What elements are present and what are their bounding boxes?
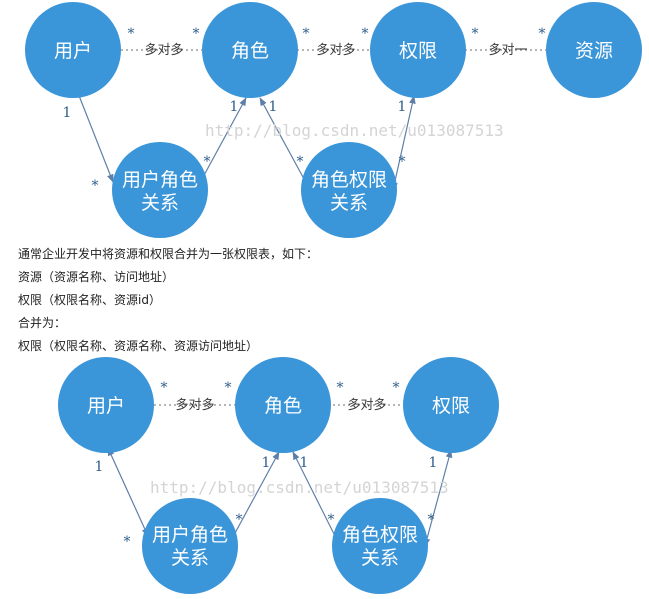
mult-star: * [128, 26, 135, 42]
diagram-2: 用户 角色 权限 用户角色 关系 角色权限 关系 多对多 多对多 * * * *… [58, 357, 499, 594]
node-permission [370, 2, 466, 98]
note-line-5: 权限（权限名称、资源名称、资源访问地址） [18, 339, 259, 353]
node-permission [403, 357, 499, 453]
mult-one: 1 [300, 455, 309, 471]
node-permission-label: 权限 [399, 40, 437, 62]
node-role [202, 2, 298, 98]
note-line-4: 合并为： [18, 316, 67, 330]
arrow-user-userrole [75, 87, 114, 183]
arrow-role-roleperm [259, 97, 311, 191]
arrow-role-userrole [227, 451, 280, 547]
arrow-perm-roleperm [391, 95, 416, 191]
mult-star: * [393, 380, 400, 396]
mult-one: 1 [398, 99, 407, 115]
mult-star: * [399, 154, 406, 170]
node-user-label: 用户 [87, 395, 125, 417]
mult-one: 1 [230, 99, 239, 115]
rel-role-perm: 多对多 [347, 397, 386, 413]
node-role-label: 角色 [264, 395, 302, 417]
mult-star: * [193, 26, 200, 42]
node-user-role-label-2: 关系 [141, 192, 179, 214]
mult-star: * [161, 380, 168, 396]
mult-star: * [236, 512, 243, 528]
mult-one: 1 [63, 105, 72, 121]
node-role-perm-label-2: 关系 [330, 192, 368, 214]
diagram-1: 用户 角色 权限 资源 用户角色 关系 角色权限 关系 多对多 多对多 多对一 … [25, 2, 642, 238]
watermark: http://blog.csdn.net/u013087513 [150, 478, 449, 497]
node-role-perm-label-2: 关系 [361, 547, 399, 569]
node-role-perm-relation [332, 498, 428, 594]
rel-perm-resource: 多对一 [488, 42, 527, 58]
node-user-role-label-1: 用户角色 [122, 169, 198, 191]
node-resource [546, 2, 642, 98]
node-role-perm-label-1: 角色权限 [311, 169, 387, 191]
mult-star: * [204, 154, 211, 170]
mult-star: * [337, 380, 344, 396]
node-resource-label: 资源 [575, 40, 613, 62]
mult-one: 1 [262, 455, 271, 471]
mult-star: * [362, 26, 369, 42]
node-user-role-label-1: 用户角色 [152, 524, 228, 546]
rel-role-perm: 多对多 [316, 42, 355, 58]
node-user-label: 用户 [54, 40, 92, 62]
watermark: http://blog.csdn.net/u013087513 [205, 121, 504, 140]
note-line-1: 通常企业开发中将资源和权限合并为一张权限表，如下： [18, 247, 319, 261]
mult-star: * [303, 26, 310, 42]
note-line-3: 权限（权限名称、资源id） [18, 293, 161, 307]
mult-star: * [124, 534, 131, 550]
arrow-user-userrole [107, 447, 149, 537]
node-role-perm-label-1: 角色权限 [342, 524, 418, 546]
node-user-role-relation [142, 498, 238, 594]
mult-star: * [472, 26, 479, 42]
node-permission-label: 权限 [432, 395, 470, 417]
rel-user-role: 多对多 [144, 42, 183, 58]
mult-one: 1 [429, 455, 438, 471]
arrow-perm-roleperm [423, 449, 453, 547]
mult-star: * [297, 154, 304, 170]
rel-user-role: 多对多 [175, 397, 214, 413]
node-user-role-label-2: 关系 [171, 547, 209, 569]
mult-star: * [428, 512, 435, 528]
arrow-role-roleperm [292, 451, 341, 547]
node-user-role-relation [112, 142, 208, 238]
node-user [58, 357, 154, 453]
mult-one: 1 [95, 459, 104, 475]
note-line-2: 资源（资源名称、访问地址） [18, 270, 175, 284]
mult-star: * [328, 512, 335, 528]
mult-one: 1 [269, 99, 278, 115]
node-role-perm-relation [301, 142, 397, 238]
mult-star: * [92, 178, 99, 194]
node-role-label: 角色 [231, 40, 269, 62]
node-user [25, 2, 121, 98]
mult-star: * [225, 380, 232, 396]
mult-star: * [539, 26, 546, 42]
node-role [235, 357, 331, 453]
